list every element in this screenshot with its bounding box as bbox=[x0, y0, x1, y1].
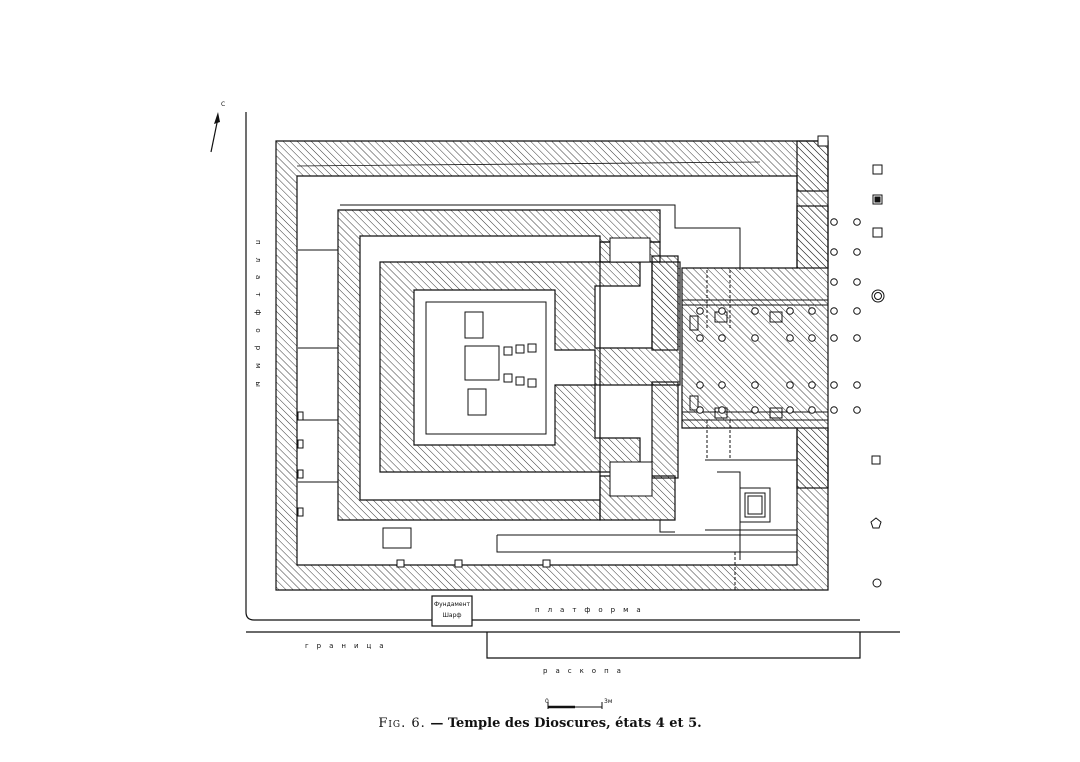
figure-number: Fig. 6. bbox=[378, 716, 426, 731]
outer-wall bbox=[275, 135, 829, 591]
scale-end: 3м bbox=[604, 698, 612, 705]
caption-text: Temple des Dioscures, états 4 et 5. bbox=[447, 716, 702, 731]
label-border: граница bbox=[305, 642, 392, 650]
cella-interior bbox=[425, 301, 547, 435]
label-platform-left: платформы bbox=[254, 240, 262, 400]
column-grid bbox=[696, 218, 885, 414]
label-platform-bottom: платформа bbox=[535, 606, 649, 614]
north-label: C bbox=[221, 101, 225, 108]
foundation-label-2: Шарф bbox=[442, 612, 461, 619]
figure-caption: Fig. 6. — Temple des Dioscures, états 4 … bbox=[0, 716, 1080, 731]
pronaos bbox=[682, 270, 828, 590]
cella-wall bbox=[379, 237, 681, 497]
platform-boundary bbox=[245, 112, 900, 659]
north-arrow: C bbox=[210, 101, 225, 153]
scale-start: 0 bbox=[545, 698, 549, 705]
caption-dash: — bbox=[430, 716, 444, 731]
foundation-label: Фундамент bbox=[434, 601, 471, 608]
foundation-box: Фундамент Шарф bbox=[431, 595, 473, 627]
label-excavation: раскопа bbox=[543, 667, 629, 675]
outer-bases bbox=[297, 164, 883, 588]
scale-bar: 0 3м bbox=[545, 698, 612, 709]
